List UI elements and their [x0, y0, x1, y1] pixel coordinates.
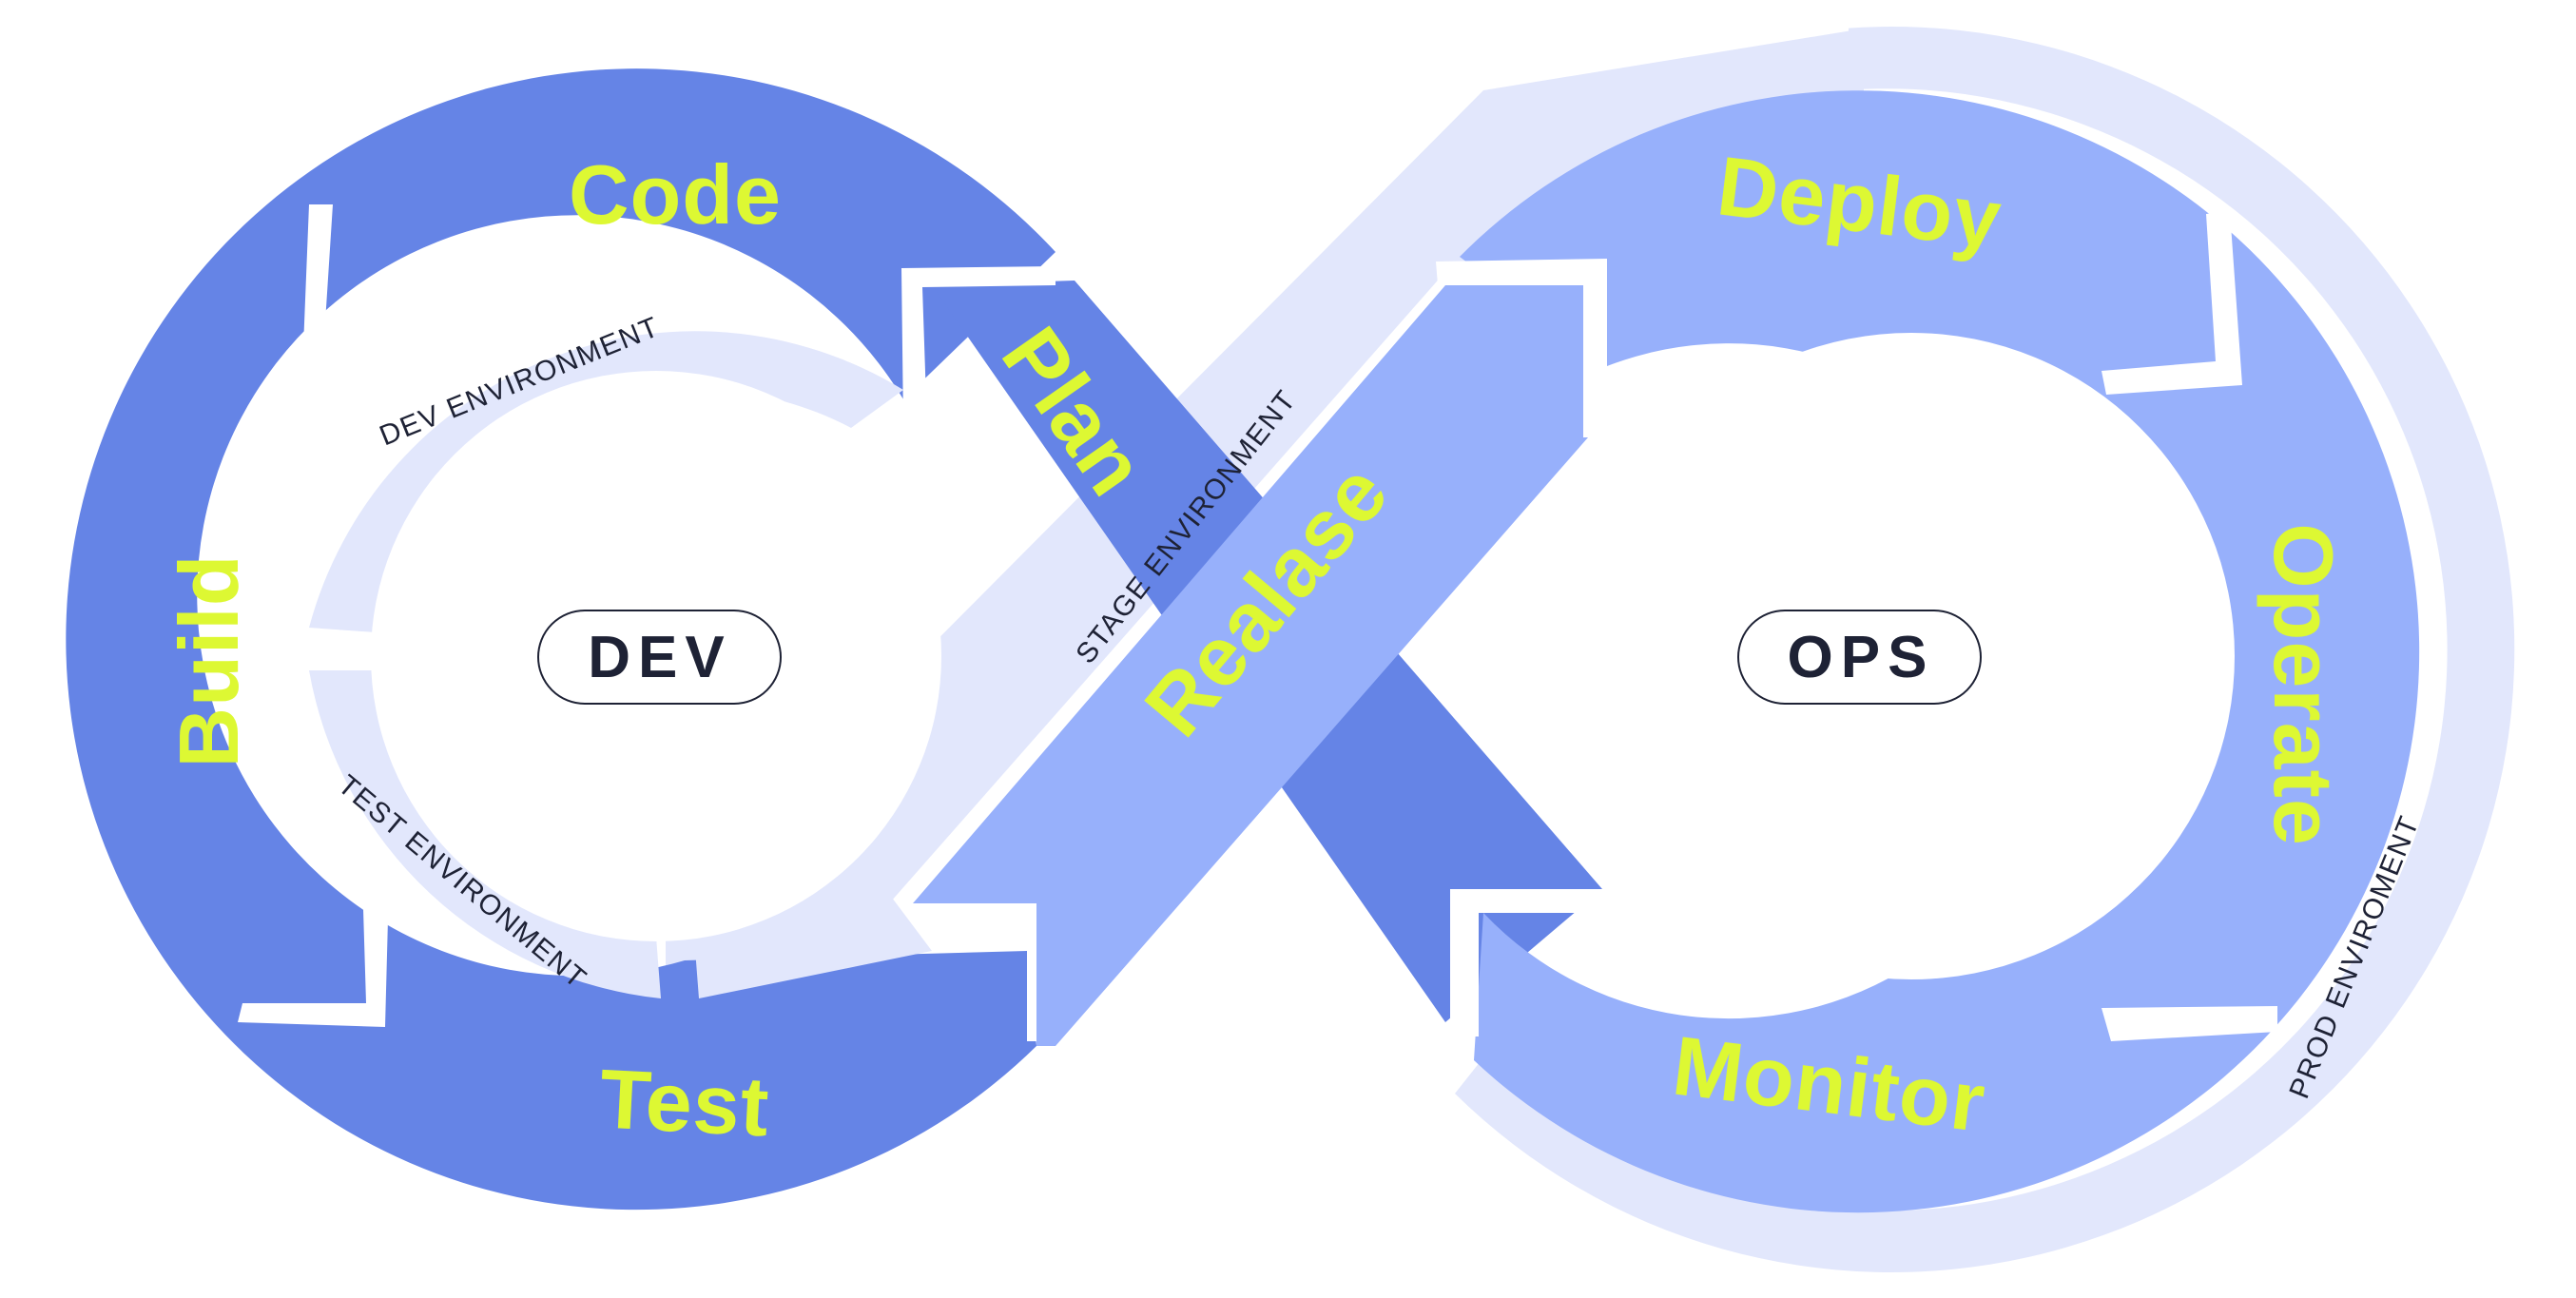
stage-label-test: Test [597, 1051, 771, 1153]
stage-label-build: Build [162, 554, 256, 768]
dev-center-pill: DEV [537, 610, 782, 705]
stage-label-code: Code [569, 147, 782, 242]
prod-environment-track [1455, 26, 2515, 1272]
ops-center-label: OPS [1788, 625, 1935, 690]
dev-center-label: DEV [588, 625, 731, 690]
ops-center-pill: OPS [1737, 610, 1982, 705]
stage-label-operate: Operate [2256, 523, 2351, 846]
dev-loop-band [66, 68, 1056, 1211]
realase-diagonal-band [913, 285, 1588, 1046]
